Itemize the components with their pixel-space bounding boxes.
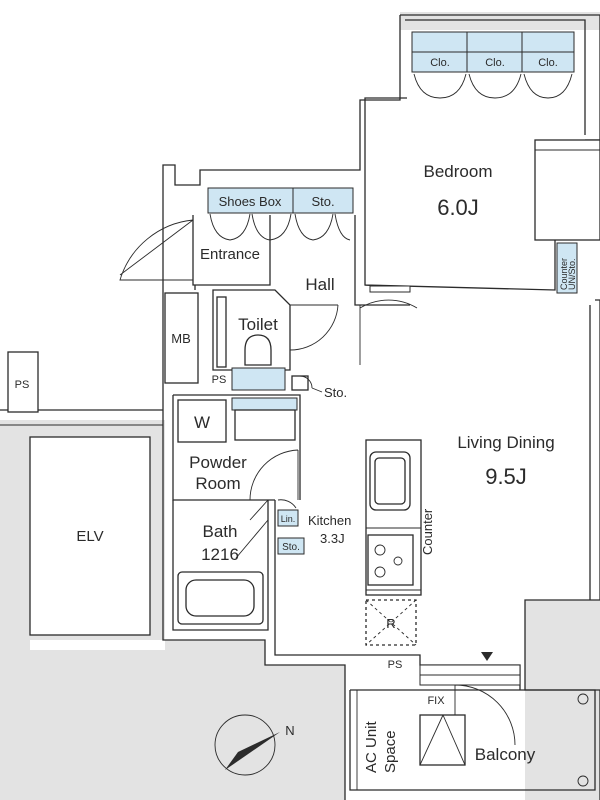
washer-box — [177, 399, 227, 443]
hall-storage-box — [292, 187, 354, 214]
toilet-storage-leader — [311, 387, 323, 393]
bedroom-size: 6.0J — [437, 195, 479, 220]
hall-door-to-toilet — [289, 304, 339, 351]
entrance-walls — [192, 215, 271, 290]
entrance-door — [119, 219, 194, 281]
fridge-cross-2 — [365, 599, 417, 646]
bay-window — [534, 139, 600, 241]
linen-door — [277, 499, 297, 509]
powder-label-2: Room — [195, 474, 240, 493]
vanity-top — [231, 397, 298, 411]
balcony-label: Balcony — [475, 745, 536, 764]
shoes-box-doors — [209, 213, 351, 241]
kitchen-storage-label: Sto. — [282, 542, 300, 553]
counter-label: Counter — [420, 508, 435, 555]
toilet-storage-box — [291, 375, 309, 391]
fix-label: FIX — [427, 695, 445, 707]
closet-2-label: Clo. — [485, 57, 505, 69]
ac-unit — [419, 714, 466, 766]
unit-outline — [0, 14, 600, 800]
toilet-label: Toilet — [238, 315, 278, 334]
hall-label: Hall — [305, 275, 334, 294]
bath-walls — [172, 500, 269, 631]
ps-kitchen-label: PS — [388, 659, 403, 671]
balcony-outline — [349, 689, 596, 791]
linen-label: Lin. — [281, 514, 296, 524]
living-size: 9.5J — [485, 464, 527, 489]
common-area-bottom — [0, 640, 345, 800]
compass-north-label: N — [285, 723, 294, 738]
burner-3 — [393, 556, 403, 566]
elv-box — [29, 436, 151, 636]
living-label: Living Dining — [457, 433, 554, 452]
cooktop — [367, 534, 414, 586]
elv-label: ELV — [76, 528, 103, 545]
bedroom-inner-wall — [364, 97, 556, 291]
ac-label-1: AC Unit — [363, 720, 380, 773]
entrance-label: Entrance — [200, 246, 260, 263]
bedroom-outer-wall — [405, 19, 586, 135]
ac-label-2: Space — [382, 730, 399, 773]
fridge-cross-1 — [365, 599, 417, 646]
bedroom-label: Bedroom — [424, 162, 493, 181]
entry-arrow-icon — [481, 652, 493, 661]
mb-box — [164, 292, 199, 384]
hall-door-to-living — [359, 299, 418, 365]
compass-icon — [214, 714, 280, 776]
vanity-sink — [234, 409, 296, 441]
powder-door — [249, 449, 299, 501]
drain-icon — [577, 693, 589, 705]
counter-storage-line1: Counter — [559, 258, 569, 290]
bath-label: Bath — [203, 522, 238, 541]
washer-label: W — [194, 413, 210, 432]
outer-wall-top-shade — [400, 12, 600, 30]
hall-storage-label: Sto. — [311, 194, 334, 209]
counter-storage-line2: UN/Sto. — [567, 258, 577, 290]
bathtub-inner — [185, 579, 255, 617]
ac-unit-line-2 — [442, 714, 466, 766]
fridge-label: R — [386, 616, 395, 631]
drain-icon-2 — [577, 775, 589, 787]
mb-label: MB — [171, 331, 191, 346]
linen-box — [277, 509, 299, 527]
shoes-box — [207, 187, 294, 214]
toilet-bowl — [244, 334, 272, 366]
shoes-box-label: Shoes Box — [219, 194, 282, 209]
bath-size: 1216 — [201, 545, 239, 564]
kitchen-label: Kitchen — [308, 513, 351, 528]
powder-label-1: Powder — [189, 453, 247, 472]
ps-left-label: PS — [15, 379, 30, 391]
toilet-counter — [216, 296, 227, 368]
kitchen-size: 3.3J — [320, 531, 345, 546]
closet-3-label: Clo. — [538, 57, 558, 69]
common-area-right — [525, 600, 600, 800]
counter-storage-box — [556, 242, 578, 294]
toilet-storage-label: Sto. — [324, 385, 347, 400]
bath-door — [235, 499, 269, 559]
ac-unit-line-1 — [419, 714, 444, 766]
hall-window — [369, 285, 411, 293]
toilet-walls — [212, 289, 291, 371]
closet-1-label: Clo. — [430, 57, 450, 69]
kitchen-sink-inner — [374, 457, 406, 505]
kitchen-storage-box — [277, 537, 305, 555]
toilet-storage-door — [299, 375, 313, 389]
burner-2 — [374, 566, 386, 578]
toilet-tank-area — [231, 367, 286, 391]
closet-doors — [413, 73, 573, 99]
ps-toilet-label: PS — [212, 374, 227, 386]
burner-1 — [374, 544, 386, 556]
ps-left-box — [7, 351, 39, 413]
